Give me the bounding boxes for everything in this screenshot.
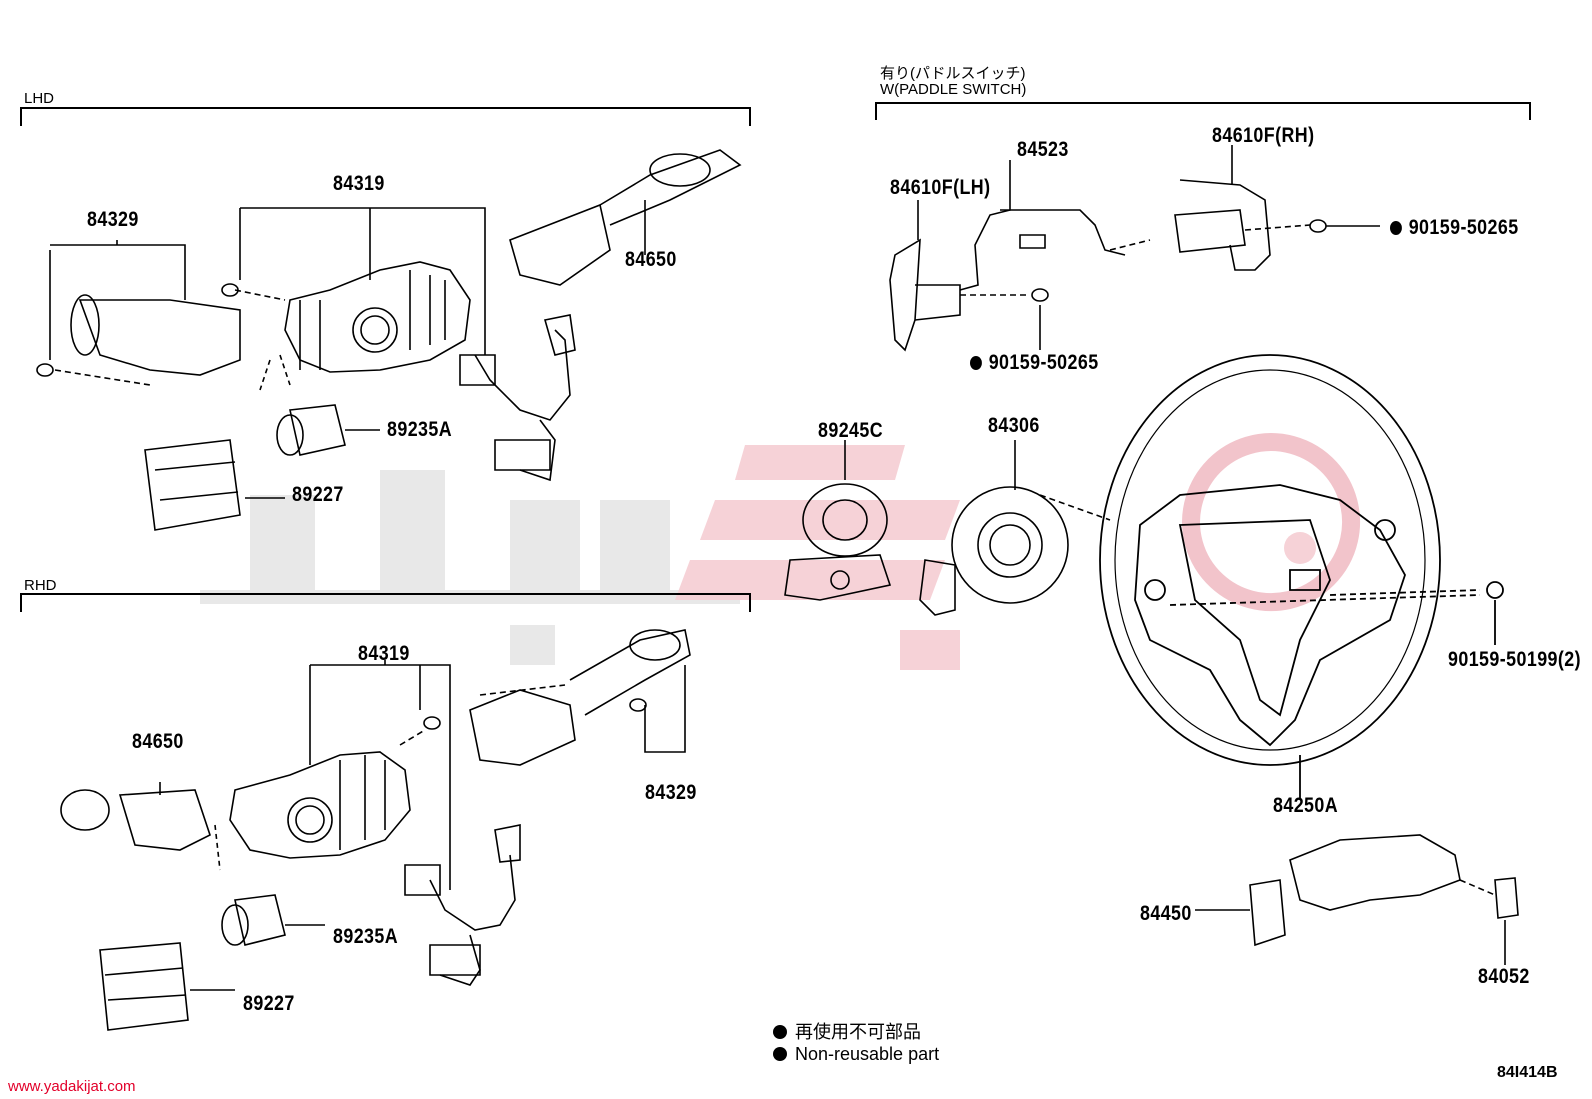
- rhd-bracket: [20, 593, 751, 612]
- paddle-harness-84523: [959, 160, 1151, 291]
- non-reusable-dot-icon: [1390, 221, 1402, 235]
- part-label-90159-50265-rh[interactable]: 90159-50265: [1390, 216, 1519, 240]
- section-lhd-label: LHD: [24, 90, 55, 107]
- column-switch-84450: [1195, 834, 1496, 947]
- rhd-89227-part: [99, 942, 235, 1031]
- legend-dot-icon: [773, 1025, 787, 1039]
- part-label-84450[interactable]: 84450: [1140, 902, 1192, 925]
- part-label-84610F-lh[interactable]: 84610F(LH): [890, 176, 991, 199]
- rhd-84650-assembly: [60, 782, 211, 851]
- part-label-89235A-lhd[interactable]: 89235A: [387, 418, 453, 441]
- diagram-code: 84I414B: [1497, 1064, 1558, 1081]
- legend-dot-icon: [773, 1047, 787, 1061]
- non-reusable-dot-icon: [970, 356, 982, 370]
- section-rhd-label: RHD: [24, 577, 57, 594]
- part-label-84329-lhd[interactable]: 84329: [87, 208, 139, 231]
- part-label-89235A-rhd[interactable]: 89235A: [333, 925, 399, 948]
- steering-sensor-89245C: [784, 440, 892, 601]
- connector-84052: [1494, 877, 1519, 965]
- part-label-90159-50199[interactable]: 90159-50199(2): [1448, 648, 1581, 671]
- rhd-89235A-part: [221, 894, 325, 946]
- paddle-lh-assembly: [889, 200, 1049, 352]
- lhd-harness: [459, 314, 576, 482]
- part-label-84523[interactable]: 84523: [1017, 138, 1069, 161]
- rhd-84319-assembly: [214, 660, 451, 890]
- lhd-84319-assembly: [221, 207, 486, 391]
- part-label-89227-rhd[interactable]: 89227: [243, 992, 295, 1015]
- paddle-bracket: [875, 102, 1531, 120]
- part-label-84052[interactable]: 84052: [1478, 965, 1530, 988]
- rhd-84329-assembly: [469, 629, 691, 766]
- lhd-bracket: [20, 107, 751, 126]
- watermark-url[interactable]: www.yadakijat.com: [8, 1078, 136, 1095]
- paddle-rh-assembly: [1174, 145, 1380, 271]
- part-label-84319-lhd[interactable]: 84319: [333, 172, 385, 195]
- lhd-89235A-part: [276, 404, 380, 456]
- part-label-89227-lhd[interactable]: 89227: [292, 483, 344, 506]
- lhd-89227-part: [144, 439, 285, 531]
- part-label-84306[interactable]: 84306: [988, 414, 1040, 437]
- spiral-cable-84306: [919, 440, 1111, 616]
- part-label-84610F-rh[interactable]: 84610F(RH): [1212, 124, 1315, 147]
- steering-wheel-84250A: [1099, 354, 1504, 800]
- legend-jp: 再使用不可部品: [773, 1018, 921, 1044]
- lhd-84329-assembly: [36, 240, 241, 386]
- part-label-84650-lhd[interactable]: 84650: [625, 248, 677, 271]
- lhd-84650-assembly: [509, 149, 742, 286]
- part-label-84250A[interactable]: 84250A: [1273, 794, 1339, 817]
- section-paddle-jp-label: 有り(パドルスイッチ): [880, 65, 1026, 82]
- rhd-harness: [404, 824, 521, 986]
- part-label-89245C[interactable]: 89245C: [818, 419, 884, 442]
- section-paddle-en-label: W(PADDLE SWITCH): [880, 81, 1027, 98]
- part-label-84650-rhd[interactable]: 84650: [132, 730, 184, 753]
- legend-en: Non-reusable part: [773, 1044, 939, 1065]
- part-label-84329-rhd[interactable]: 84329: [645, 781, 697, 804]
- part-label-84319-rhd[interactable]: 84319: [358, 642, 410, 665]
- part-label-90159-50265-lh[interactable]: 90159-50265: [970, 351, 1099, 375]
